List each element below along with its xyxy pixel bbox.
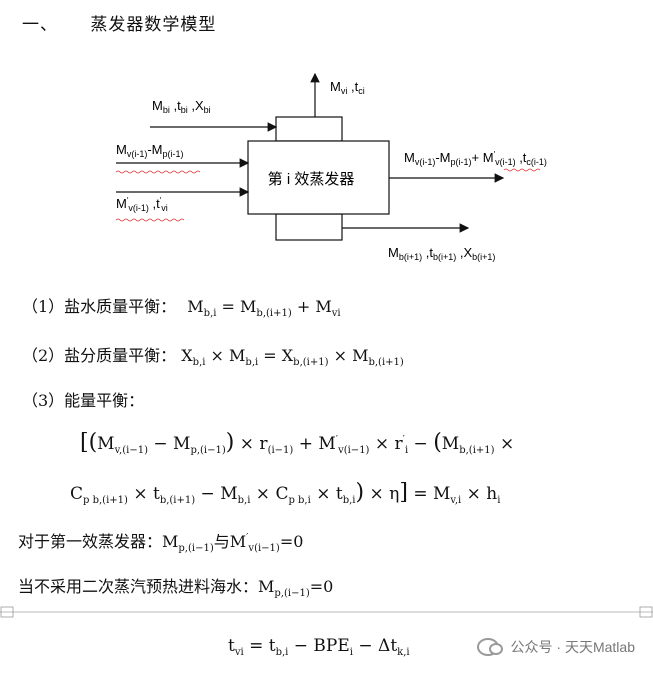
evaporator-top-stub	[275, 116, 343, 142]
label-condensate: Mv(i-1)-Mp(i-1)+ M′v(i-1) ,tc(i-1)	[404, 150, 547, 167]
equation-3-line-2: Cp b,(i+1) × tb,(i+1) − Mb,i × Cp b,i × …	[70, 480, 501, 506]
wechat-icon	[476, 638, 503, 656]
equation-3-label: （3）能量平衡：	[22, 391, 145, 410]
section-title: 蒸发器数学模型	[90, 15, 217, 35]
section-number: 一、	[22, 15, 58, 35]
equation-1-label: （1）盐水质量平衡：	[22, 297, 177, 316]
label-vapor-top: Mvi ,tci	[330, 79, 365, 96]
equation-2: （2）盐分质量平衡： Xb,i × Mb,i = Xb,(i+1) × Mb,(…	[22, 346, 404, 368]
evaporator-box	[247, 140, 390, 215]
evaporator-box-label: 第 i 效蒸发器	[268, 170, 355, 188]
watermark-text: 公众号 · 天天Matlab	[510, 639, 635, 655]
page-break	[0, 606, 653, 618]
equation-3-line-1: [(Mv,(i−1) − Mp,(i−1)) × r(i−1) + M′v(i−…	[80, 430, 515, 456]
label-brine-out: Mb(i+1) ,tb(i+1) ,Xb(i+1)	[388, 245, 495, 262]
label-brine-in: Mbi ,tbi ,Xbi	[152, 98, 211, 115]
spellcheck-underline	[115, 170, 201, 174]
note-no-preheat-suffix: =0	[309, 577, 334, 596]
spellcheck-underline	[503, 168, 541, 172]
evaporator-diagram: 第 i 效蒸发器 Mvi ,tci Mbi ,tbi ,Xbi Mv(i-1)-…	[115, 72, 547, 262]
note-first-effect-mid: 与	[213, 532, 230, 551]
watermark: 公众号 · 天天Matlab	[476, 637, 635, 657]
evaporator-bottom-stub	[275, 213, 343, 241]
note-first-effect-prefix: 对于第一效蒸发器：	[18, 532, 163, 551]
note-no-preheat: 当不采用二次蒸汽预热进料海水：Mp,(i−1)=0	[18, 577, 334, 599]
note-first-effect: 对于第一效蒸发器：Mp,(i−1)与M′v(i−1)=0	[18, 532, 304, 554]
equation-tvi: tvi = tb,i − BPEi − Δtk,i	[228, 636, 410, 658]
spellcheck-underline	[115, 218, 185, 222]
note-first-effect-suffix: =0	[279, 532, 304, 551]
equation-2-label: （2）盐分质量平衡：	[22, 346, 177, 365]
equation-1: （1）盐水质量平衡： Mb,i = Mb,(i+1) + Mvi	[22, 297, 341, 319]
note-no-preheat-prefix: 当不采用二次蒸汽预热进料海水：	[18, 577, 259, 596]
label-vapor-in-b: M′v(i-1) ,t′vi	[116, 196, 168, 213]
section-heading: 一、 蒸发器数学模型	[22, 10, 216, 35]
label-vapor-in-a: Mv(i-1)-Mp(i-1)	[116, 142, 184, 159]
